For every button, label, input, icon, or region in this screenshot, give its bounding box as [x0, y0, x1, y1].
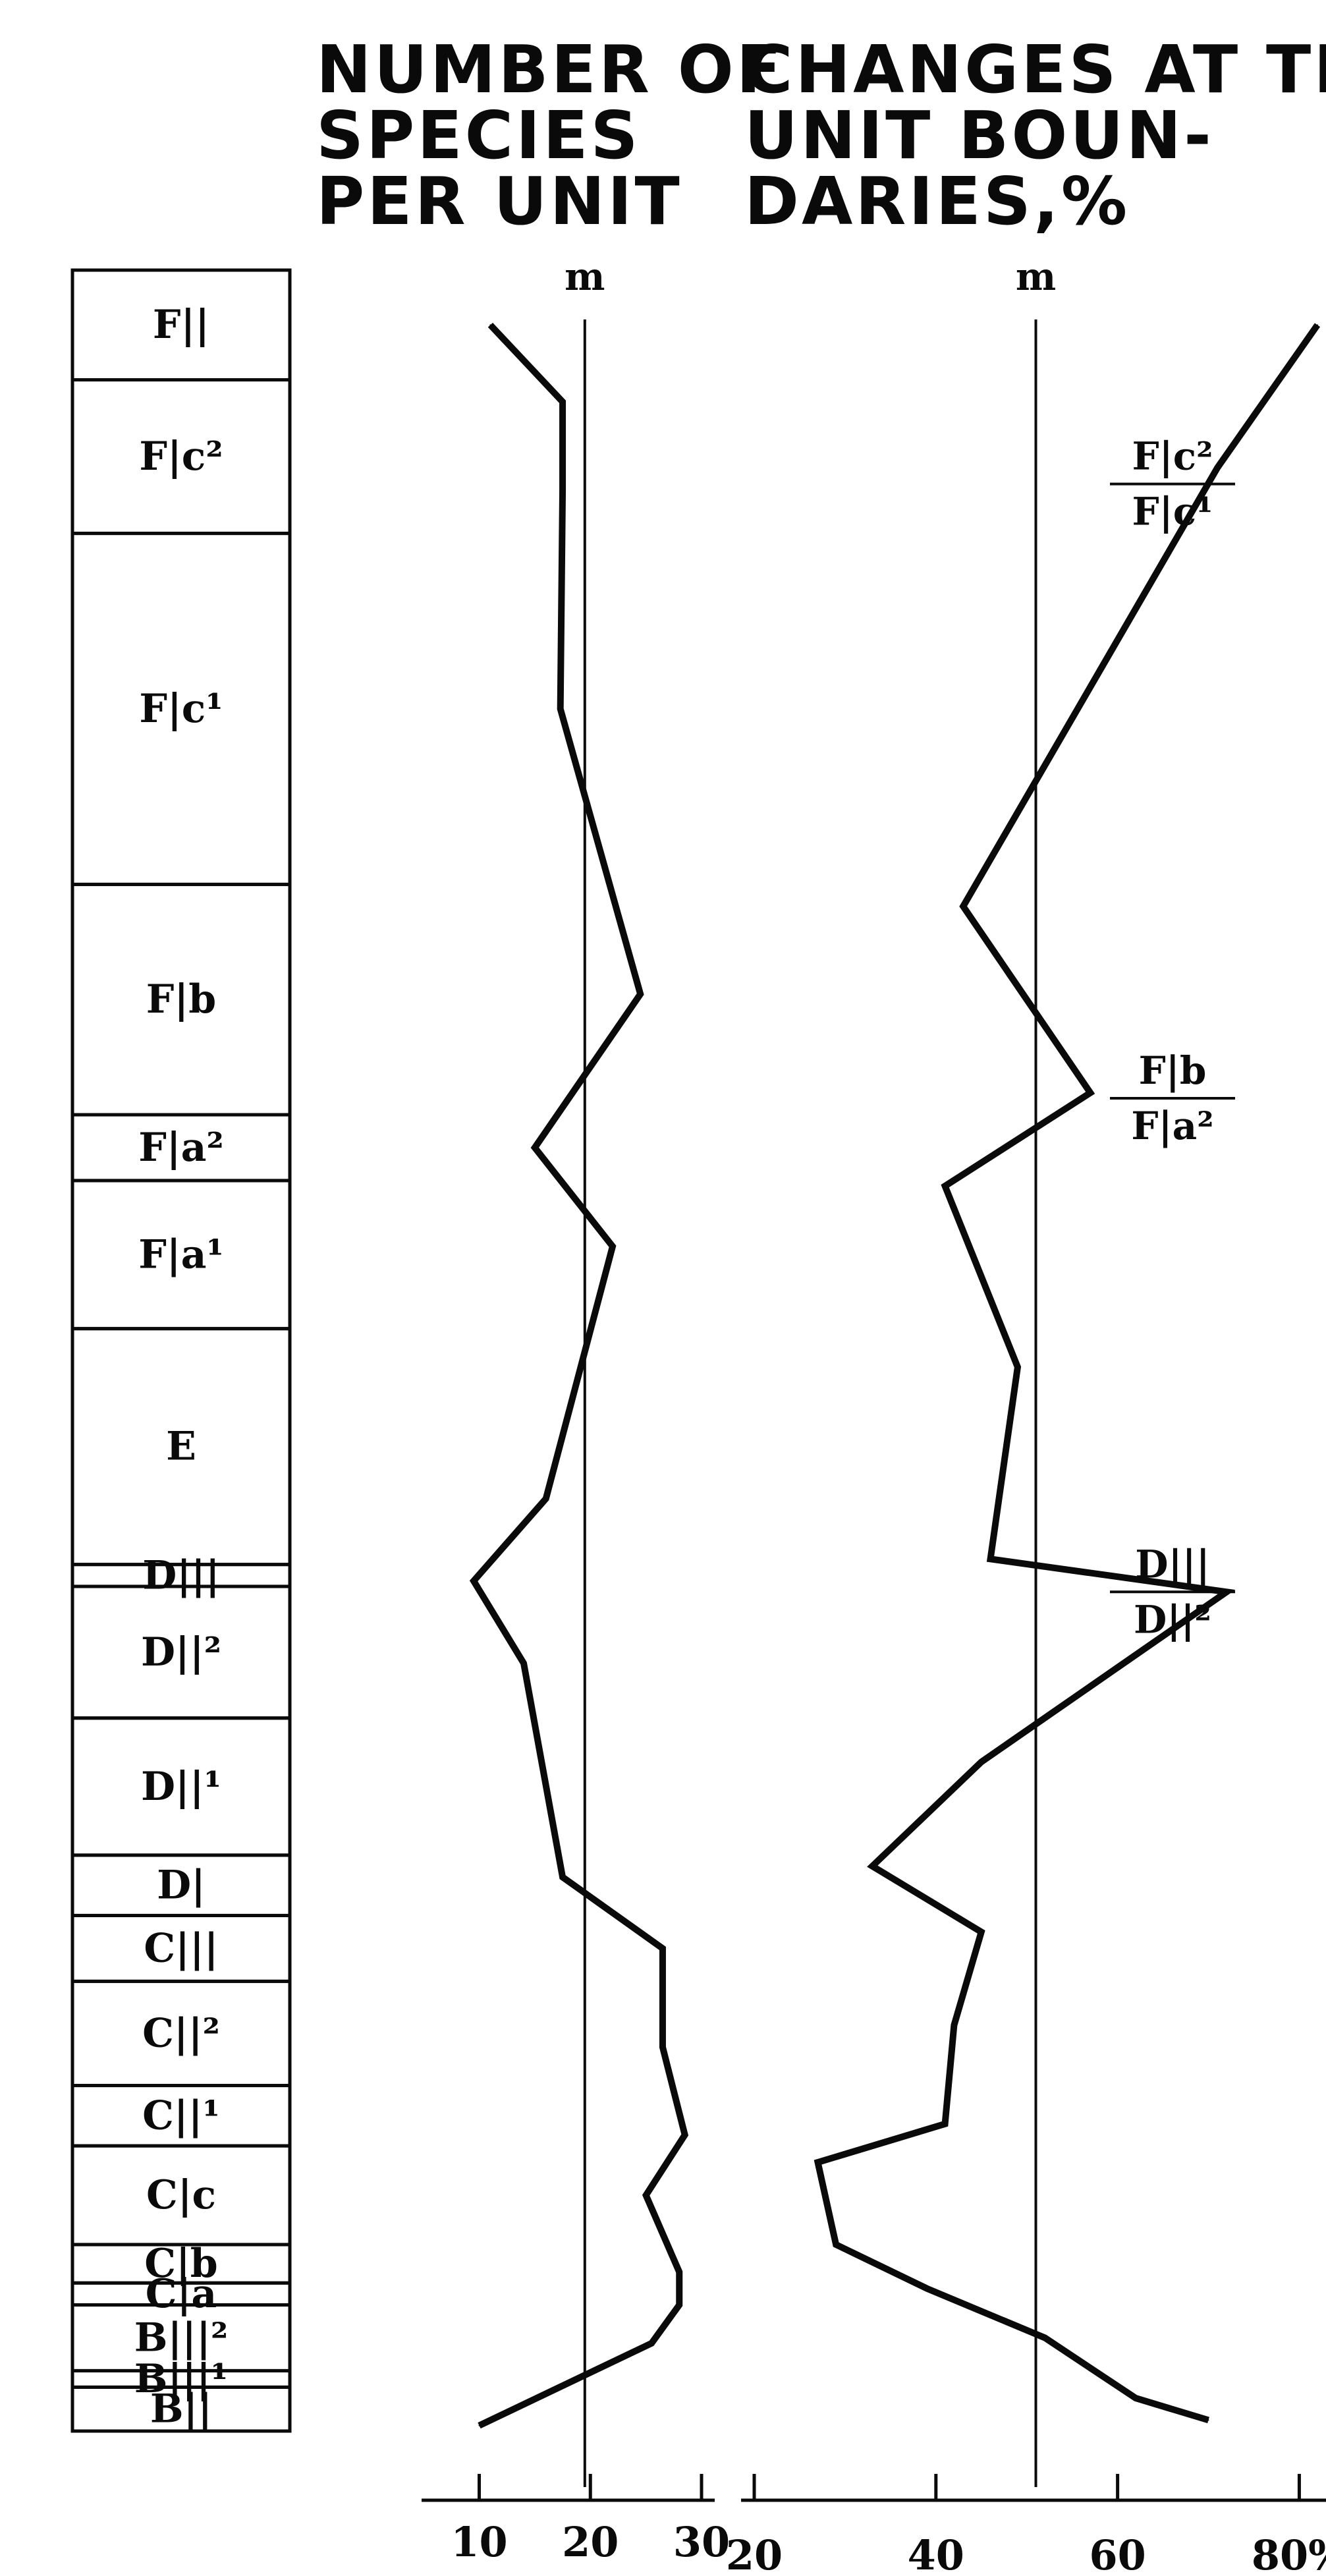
series-point-4 — [944, 1185, 946, 1187]
changes-title-line-2: UNIT BOUN- — [744, 97, 1214, 174]
x-tick-label-0: 10 — [451, 2518, 507, 2566]
stratigraphic-column: F|| F|c² F|c¹ F|bF|a² F|a¹ E D||| D||² D||¹ D| C||… — [70, 268, 292, 2433]
mean-label: m — [565, 254, 605, 299]
changes-title-line-3: DARIES,% — [744, 163, 1130, 240]
unit-label-2: F|c¹ — [139, 686, 223, 732]
unit-label-8: D||² — [141, 1629, 221, 1675]
series-point-13 — [817, 2162, 819, 2164]
unit-label-7: D||| — [142, 1552, 220, 1598]
unit-label-1: F|c² — [139, 434, 223, 480]
series-point-3 — [1090, 1092, 1091, 1094]
unit-box-19 — [70, 2385, 292, 2433]
species-title-line-1: NUMBER OF — [316, 31, 784, 108]
unit-label-3: F|b — [146, 976, 216, 1022]
series-point-12 — [944, 2123, 946, 2125]
series-point-0 — [1317, 324, 1318, 326]
series-point-6 — [612, 1245, 613, 1247]
series-point-15 — [678, 2271, 680, 2273]
series-point-8 — [980, 1761, 982, 1763]
changes-title-line-1: CHANGES AT THE — [744, 31, 1326, 108]
series-point-8 — [473, 1580, 475, 1582]
unit-label-4: F|a² — [138, 1125, 224, 1171]
annotation-denominator-2: D||² — [1134, 1597, 1211, 1642]
mean-label: m — [1016, 254, 1056, 299]
series-point-17 — [651, 2342, 653, 2344]
species-title-line-3: PER UNIT — [316, 163, 682, 240]
series-point-11 — [661, 1947, 663, 1949]
series-point-4 — [640, 993, 642, 995]
unit-label-19: B|| — [150, 2386, 212, 2432]
series-point-2 — [562, 488, 564, 490]
series-point-0 — [489, 324, 491, 326]
unit-label-11: C||| — [144, 1925, 218, 1971]
series-point-14 — [645, 2195, 647, 2197]
unit-label-0: F|| — [153, 302, 209, 348]
species-panel-title: NUMBER OF SPECIES PER UNIT — [316, 31, 784, 240]
series-point-3 — [559, 708, 561, 710]
x-tick-label-1: 40 — [908, 2531, 964, 2576]
series-line — [469, 322, 689, 2429]
series-point-12 — [661, 2046, 663, 2048]
annotation-numerator-2: D||| — [1135, 1542, 1210, 1586]
x-tick-label-0: 20 — [726, 2531, 783, 2576]
species-title-line-2: SPECIES — [316, 97, 641, 174]
x-tick-label-1: 20 — [562, 2518, 619, 2566]
unit-label-12: C||² — [142, 2010, 220, 2056]
series-point-15 — [926, 2287, 928, 2289]
x-tick-label-2: 30 — [673, 2518, 730, 2566]
series-point-5 — [534, 1146, 536, 1148]
annotation-denominator-0: F|c¹ — [1132, 490, 1213, 534]
unit-label-10: D| — [157, 1862, 206, 1909]
series-point-17 — [1135, 2397, 1137, 2399]
series-point-16 — [678, 2304, 680, 2306]
series-point-7 — [545, 1498, 547, 1499]
series-point-16 — [1044, 2337, 1046, 2339]
series-point-18 — [1207, 2419, 1209, 2421]
series-point-10 — [562, 1876, 564, 1878]
series-point-13 — [684, 2134, 686, 2136]
unit-label-14: C|c — [146, 2172, 216, 2218]
unit-label-16: C|a — [146, 2271, 217, 2317]
unit-label-5: F|a¹ — [138, 1231, 224, 1277]
species-per-unit-chart: 10 20 30 m — [422, 254, 730, 2566]
series-point-5 — [1016, 1366, 1018, 1368]
unit-label-15: C|b — [144, 2241, 218, 2287]
series-point-14 — [835, 2243, 837, 2245]
annotation-numerator-1: F|b — [1139, 1048, 1207, 1093]
series-point-9 — [523, 1662, 524, 1664]
series-point-18 — [478, 2424, 480, 2426]
changes-panel-title: CHANGES AT THE UNIT BOUN- DARIES,% — [744, 31, 1326, 240]
unit-label-13: C||¹ — [142, 2092, 220, 2139]
series-point-6 — [989, 1558, 991, 1560]
series-point-2 — [962, 905, 964, 907]
series-point-11 — [953, 2024, 955, 2026]
boundary-changes-chart: 20 40 60 80% mF|c² F|c¹ F|bF|a² D||| D||² — [726, 254, 1326, 2576]
annotation-denominator-1: F|a² — [1131, 1104, 1213, 1148]
unit-label-18: B|||¹ — [134, 2356, 228, 2402]
series-line — [814, 323, 1321, 2424]
unit-label-6: E — [166, 1424, 196, 1470]
annotation-numerator-0: F|c² — [1132, 434, 1213, 479]
x-tick-label-3: 80% — [1252, 2531, 1326, 2576]
series-point-9 — [871, 1865, 873, 1867]
unit-label-17: B|||² — [134, 2314, 228, 2361]
series-point-1 — [562, 401, 564, 403]
series-point-1 — [1217, 466, 1219, 468]
unit-label-9: D||¹ — [141, 1764, 221, 1810]
x-tick-label-2: 60 — [1089, 2531, 1146, 2576]
series-point-10 — [980, 1931, 982, 1933]
